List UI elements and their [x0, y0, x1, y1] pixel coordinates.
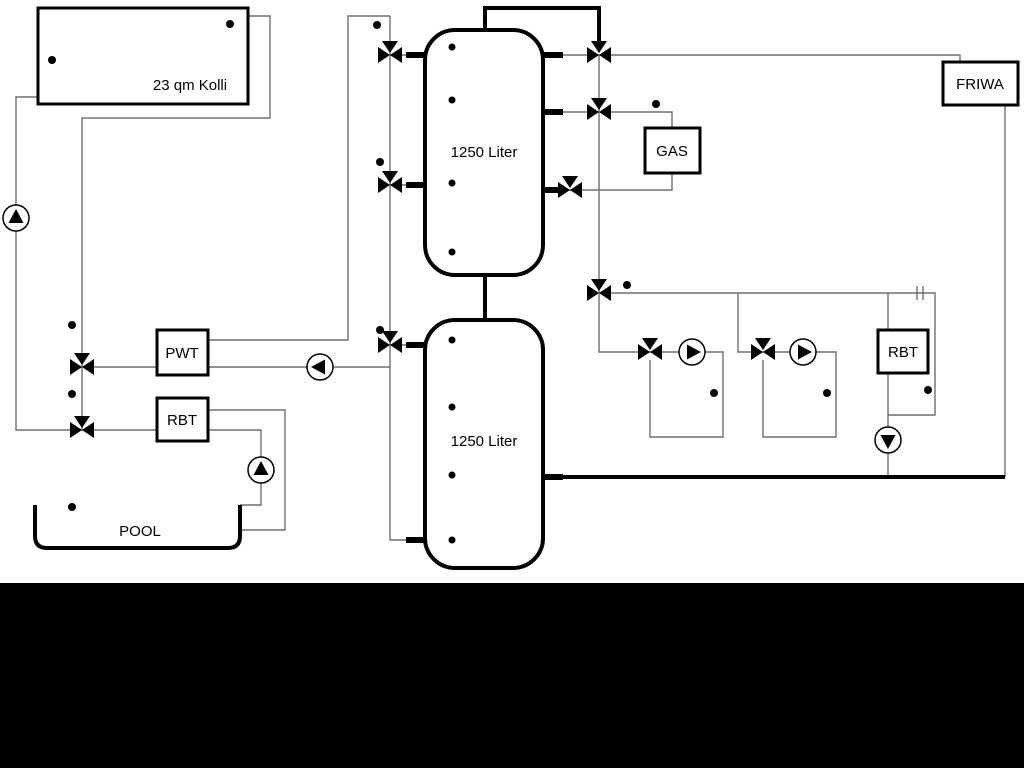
collector-label: 23 qm Kolli	[153, 77, 227, 94]
pipe-segment	[543, 173, 673, 191]
pipe-segment	[208, 15, 390, 341]
pipe-segment	[598, 55, 724, 438]
pump-icon	[678, 338, 706, 366]
pump-icon	[247, 456, 275, 484]
rbt-pool-label: RBT	[167, 412, 197, 429]
pool-basin	[33, 505, 242, 550]
pipe-break-mark	[916, 286, 924, 300]
pipe-segment	[543, 111, 673, 128]
pipe-segment-thick	[483, 6, 601, 47]
pipe-segment	[81, 15, 271, 430]
pipe-segment	[737, 293, 837, 438]
pwt-label: PWT	[165, 345, 198, 362]
pump-icon	[874, 426, 902, 454]
thick-pipe-network	[483, 6, 1005, 479]
buffer-tank-upper	[423, 28, 545, 277]
pipe-segment	[599, 292, 936, 416]
gas-label: GAS	[656, 143, 688, 160]
rbt-right-box	[876, 328, 930, 375]
pump-icon	[789, 338, 817, 366]
friwa-label: FRIWA	[956, 76, 1004, 93]
rbt-right-label: RBT	[888, 344, 918, 361]
pwt-heat-exchanger-box	[155, 328, 210, 377]
pool-label: POOL	[119, 523, 161, 540]
letterbox-bottom	[0, 583, 1024, 768]
lower-tank-label: 1250 Liter	[451, 433, 518, 450]
upper-tank-label: 1250 Liter	[451, 144, 518, 161]
buffer-tank-lower	[423, 318, 545, 570]
pump-icon	[306, 353, 334, 381]
pump-icon	[2, 204, 30, 232]
friwa-box	[941, 60, 1020, 107]
pipe-segment	[543, 54, 961, 62]
gas-boiler-box	[643, 126, 702, 175]
tank-port-stubs	[406, 52, 563, 543]
rbt-pool-box	[155, 396, 210, 443]
pipe-segment	[208, 409, 286, 531]
solar-collector-box	[36, 6, 250, 106]
